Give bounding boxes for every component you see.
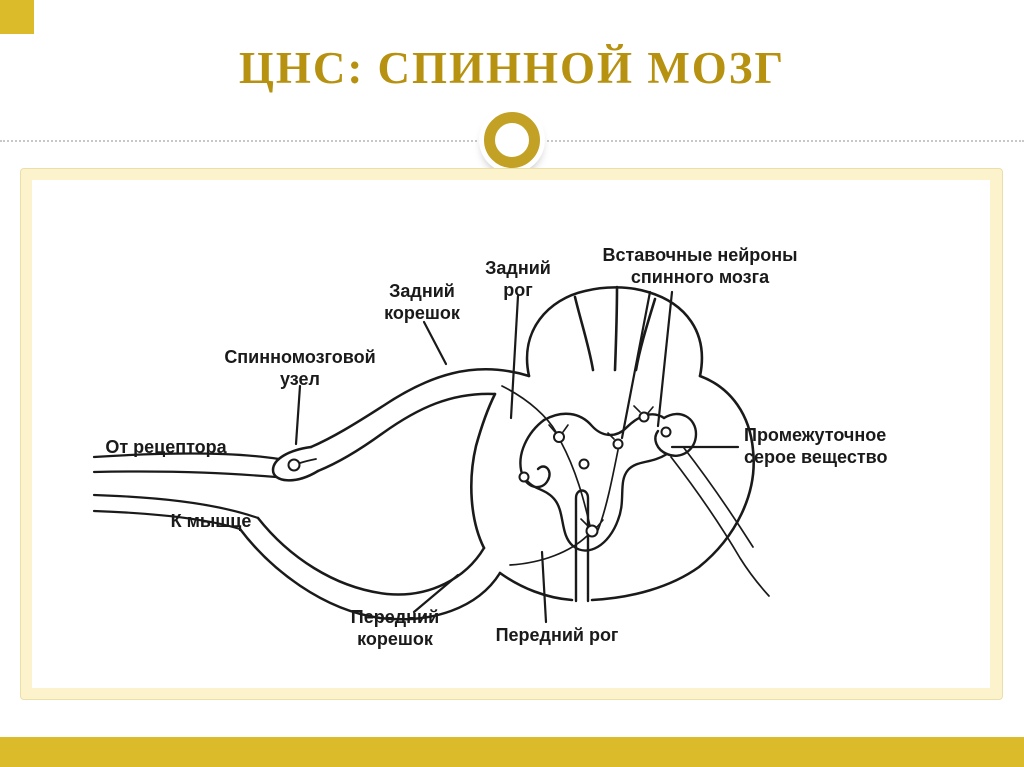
label-intermediate-gray: Промежуточное серое вещество [744,425,888,467]
leader-lines [294,290,740,624]
spinal-cord-drawing [92,285,770,624]
fan-dorsal-columns [525,285,704,378]
leader-interneuron-1 [620,290,652,440]
leader-ventral-horn [540,550,548,624]
spinal-ganglion-shape [271,445,320,482]
slide-title: ЦНС: СПИННОЙ МОЗГ [238,43,786,93]
corner-accent-square [0,0,34,34]
leader-ventral-root [412,573,460,614]
leader-spinal-ganglion [294,384,302,446]
leader-interneuron-2 [656,290,674,428]
label-spinal-ganglion: Спинномозговой узел [224,347,376,389]
peripheral-nerve-fibers [92,452,281,531]
label-dorsal-root: Задний корешок [384,281,460,323]
neurons [518,405,672,538]
label-to-muscle: К мышце [170,511,252,532]
ventral-root-shape [238,516,502,621]
label-ventral-horn: Передний рог [495,625,619,646]
divider-circle-ornament [484,112,540,168]
central-canal [578,458,590,470]
leader-dorsal-horn [509,294,520,420]
reflex-arc-fibers [501,385,770,597]
leader-dorsal-root [422,320,448,366]
anterior-median-fissure [574,489,590,603]
label-from-receptor: От рецептора [105,437,227,458]
dorsal-root-shape [309,368,531,473]
label-ventral-root: Передний корешок [350,607,440,649]
spinal-cord-diagram: Задний корешок Задний рог Вставочные ней… [32,180,990,688]
label-dorsal-horn: Задний рог [485,258,551,300]
cord-outline [470,374,755,602]
bottom-accent-bar [0,737,1024,767]
label-interneurons: Вставочные нейроны спинного мозга [602,245,798,287]
